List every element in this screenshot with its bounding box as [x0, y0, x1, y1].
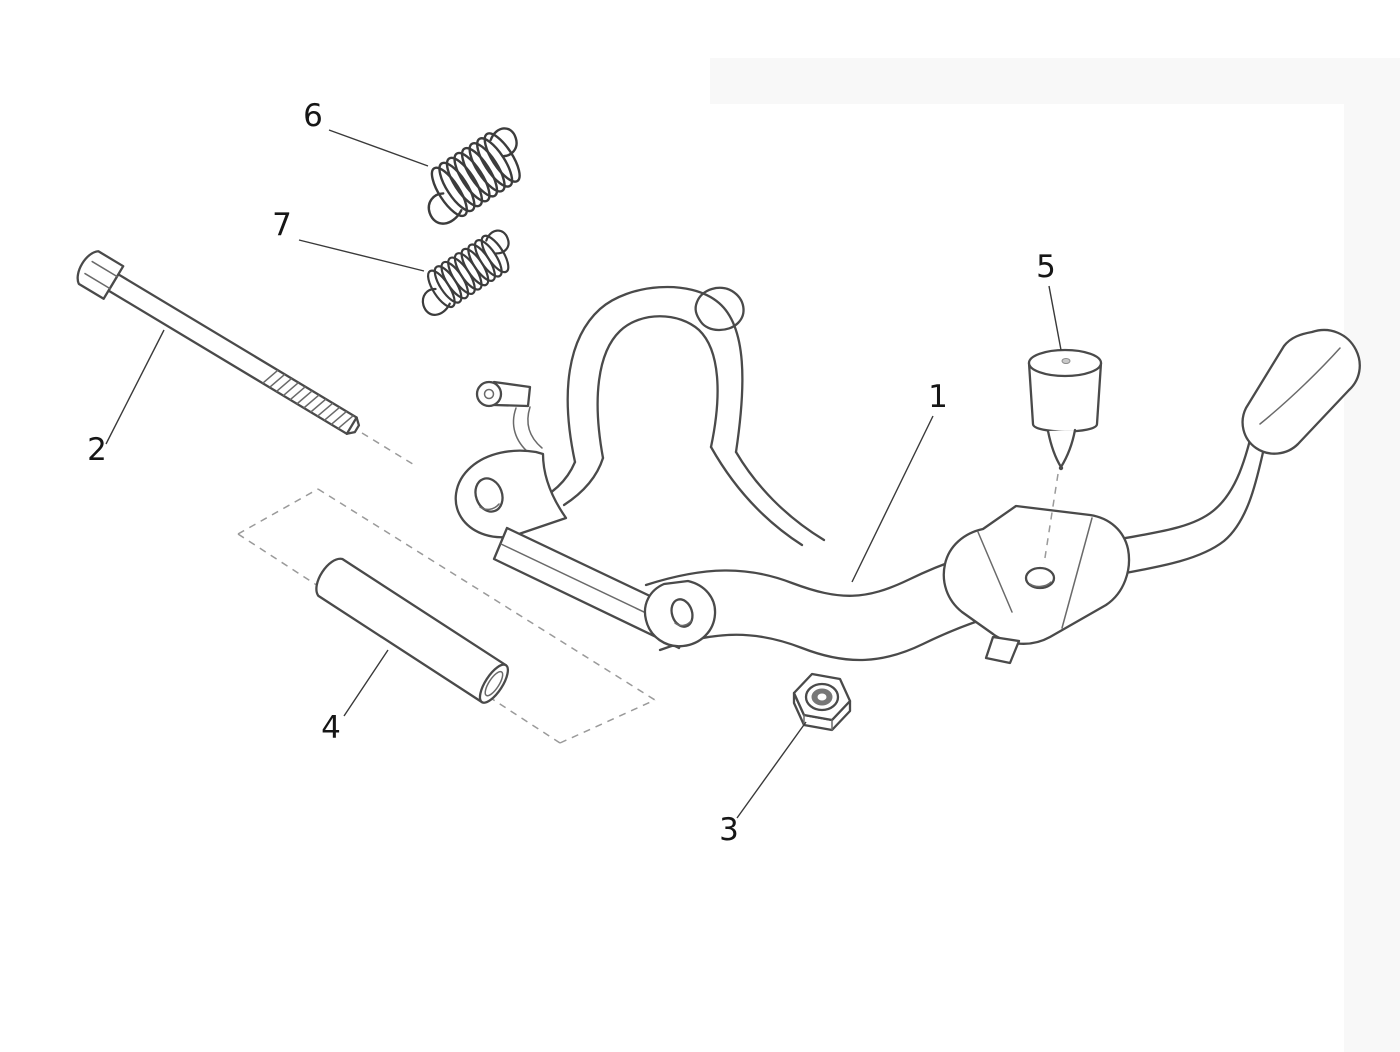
nut-corner-edges [803, 714, 833, 731]
spring-coil [483, 132, 521, 183]
callout-leader-4 [343, 649, 389, 717]
part-spacer-sleeve [315, 557, 510, 704]
callout-number-3: 3 [719, 812, 739, 848]
stand-spring-hook-strip [527, 406, 543, 449]
callout-leader-3 [736, 721, 807, 819]
pin-end-bore [484, 670, 504, 697]
nut-bore [817, 693, 827, 701]
axis-dash [559, 699, 656, 744]
callout-leader-6 [328, 129, 429, 167]
stand-foot-pedal-edge [1259, 347, 1341, 425]
buffer-axis-dash [1043, 473, 1059, 565]
spring-coil [445, 156, 484, 208]
bolt-head-facets [84, 260, 118, 290]
spring-hook [427, 192, 463, 225]
callout-leaders [105, 129, 1062, 819]
spring-coil [453, 151, 491, 203]
stand-buffer-hole [1024, 566, 1056, 590]
stand-cross-tube [709, 445, 804, 547]
part-return-spring-large [427, 127, 521, 225]
part-pivot-bolt [76, 250, 361, 435]
stand-foot-pedal [1241, 328, 1361, 455]
part-hex-nut [792, 672, 852, 732]
axis-dash [317, 488, 656, 701]
spring-coil [430, 166, 468, 218]
bolt-threads [262, 369, 354, 429]
stand-bracket-tab [984, 635, 1021, 665]
part-rubber-buffer [1027, 348, 1103, 565]
spring-hook [489, 127, 518, 158]
pin-body [315, 557, 508, 704]
pin-end-face [478, 663, 510, 704]
buffer-tip [1058, 465, 1064, 471]
stand-lower-pivot-hole [670, 598, 694, 628]
stand-lower-pivot-hole-shade [674, 620, 692, 627]
stand-spring-hook-strip [512, 407, 530, 454]
stand-left-tube [562, 456, 605, 507]
callout-number-7: 7 [272, 207, 292, 243]
stand-buffer-hole-shade [1029, 581, 1052, 588]
spring-hook [421, 287, 451, 316]
bolt-shaft [107, 273, 358, 435]
callout-numbers: 1 2 3 4 5 6 7 [87, 98, 1056, 848]
part-center-stand-frame [454, 285, 1361, 665]
stand-spring-peg-knob [475, 380, 503, 408]
construction-lines [237, 432, 656, 744]
spring-coil [480, 234, 510, 274]
bolt-head [76, 250, 125, 300]
buffer-top-dot [1061, 358, 1071, 364]
callout-leader-7 [298, 239, 425, 272]
buffer-cone [1046, 428, 1077, 469]
spring-coil [468, 142, 506, 193]
spring-coil [438, 161, 476, 213]
stand-left-pivot-bracket [454, 449, 568, 539]
callout-number-2: 2 [87, 432, 107, 468]
page-tint-top [710, 58, 1400, 104]
stand-loop-inner [596, 315, 719, 460]
callout-number-5: 5 [1036, 249, 1056, 285]
stand-cross-tube [734, 450, 826, 542]
callout-number-1: 1 [928, 379, 948, 415]
stand-left-pivot-hole [474, 477, 504, 513]
stand-spring-peg-hole [483, 388, 495, 400]
stand-buffer-bracket-bend [977, 517, 1093, 629]
stand-main-tube-bottom [658, 607, 1028, 662]
callout-leader-2 [105, 329, 165, 445]
part-return-spring-small [421, 229, 510, 316]
callout-leader-1 [851, 415, 934, 583]
callout-number-4: 4 [321, 710, 341, 746]
spring-hook [485, 229, 510, 255]
stand-left-pivot-hole-shade [479, 503, 500, 511]
spring-coil [460, 146, 499, 198]
callout-leader-5 [1048, 285, 1062, 351]
page-tint-right [1344, 58, 1400, 1052]
callout-number-6: 6 [303, 98, 323, 134]
bolt-tip [345, 416, 361, 435]
stand-loop-outer [566, 285, 744, 464]
axis-dash [361, 432, 417, 467]
axis-dash [237, 488, 319, 535]
